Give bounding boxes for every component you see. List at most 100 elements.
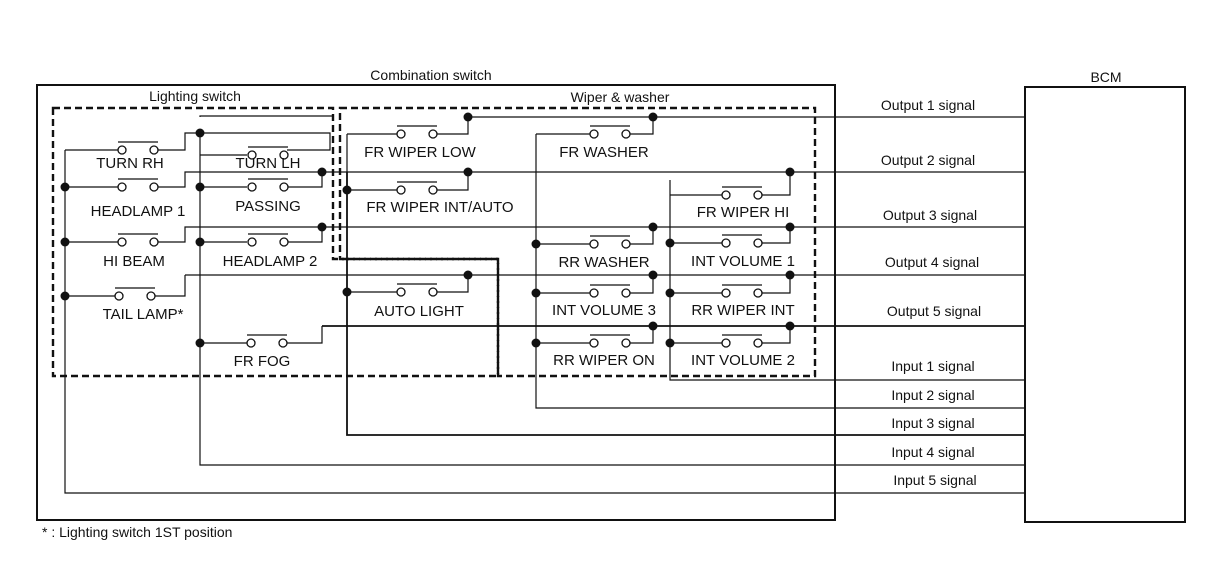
switch-label-int-volume-2: INT VOLUME 2 bbox=[691, 352, 795, 369]
output-4-label: Output 4 signal bbox=[885, 254, 979, 270]
combination-switch-title: Combination switch bbox=[370, 67, 491, 83]
junction-dot bbox=[195, 182, 205, 192]
fr-wiper-hi-wire bbox=[670, 172, 791, 196]
switch-contacts bbox=[114, 125, 763, 348]
tail-lamp-wire bbox=[65, 275, 186, 297]
bcm-title: BCM bbox=[1090, 69, 1121, 85]
junction-dot bbox=[463, 270, 473, 280]
junction-dot bbox=[785, 222, 795, 232]
junction-dot bbox=[317, 222, 327, 232]
headlamp1-wire bbox=[65, 171, 322, 188]
junction-dot bbox=[195, 338, 205, 348]
input-2-wire bbox=[535, 228, 1025, 409]
switch-contact-icon bbox=[589, 235, 631, 249]
lighting-switch-title: Lighting switch bbox=[149, 88, 241, 104]
auto-light-wire bbox=[347, 275, 469, 293]
junction-dot bbox=[463, 112, 473, 122]
switch-label-int-volume-3: INT VOLUME 3 bbox=[552, 302, 656, 319]
junction-dot bbox=[60, 182, 70, 192]
junction-dot bbox=[785, 167, 795, 177]
bcm-box bbox=[1024, 86, 1186, 523]
turn-common-wire bbox=[199, 115, 333, 117]
fr-washer-wire bbox=[535, 117, 654, 228]
switch-contact-icon bbox=[247, 146, 289, 160]
int-volume-3-wire bbox=[536, 275, 654, 294]
wiper-washer-title: Wiper & washer bbox=[571, 89, 670, 105]
input-1-label: Input 1 signal bbox=[891, 358, 974, 374]
junction-dot bbox=[60, 291, 70, 301]
hi-beam-wire bbox=[65, 226, 322, 243]
switch-contact-icon bbox=[721, 284, 763, 298]
switch-label-fr-wiper-low: FR WIPER LOW bbox=[364, 144, 477, 161]
junction-dot bbox=[665, 338, 675, 348]
switch-label-tail-lamp: TAIL LAMP* bbox=[103, 306, 184, 323]
switch-contact-icon bbox=[117, 178, 159, 192]
input-5-wire bbox=[64, 150, 1025, 494]
switch-label-fr-wiper-hi: FR WIPER HI bbox=[697, 204, 790, 221]
switch-contact-icon bbox=[589, 284, 631, 298]
junction-dot bbox=[195, 237, 205, 247]
junction-dot bbox=[463, 167, 473, 177]
junction-dot bbox=[60, 237, 70, 247]
switch-contact-icon bbox=[721, 234, 763, 248]
switch-label-headlamp1: HEADLAMP 1 bbox=[91, 203, 186, 220]
junction-dot bbox=[785, 270, 795, 280]
output-3-label: Output 3 signal bbox=[883, 207, 977, 223]
input-5-label: Input 5 signal bbox=[893, 472, 976, 488]
switch-label-auto-light: AUTO LIGHT bbox=[374, 303, 464, 320]
switch-contact-icon bbox=[396, 181, 438, 195]
switch-contact-icon bbox=[247, 178, 289, 192]
output-2-label: Output 2 signal bbox=[881, 152, 975, 168]
switch-label-rr-washer: RR WASHER bbox=[558, 254, 649, 271]
int-volume-2-wire bbox=[670, 326, 791, 344]
switch-label-turn-rh: TURN RH bbox=[96, 155, 164, 172]
switch-contact-icon bbox=[721, 334, 763, 348]
switch-contact-icon bbox=[247, 233, 289, 247]
fr-fog-wire bbox=[200, 326, 323, 344]
switch-contact-icon bbox=[589, 125, 631, 139]
switch-label-headlamp2: HEADLAMP 2 bbox=[223, 253, 318, 270]
fr-wiper-int-auto-wire bbox=[347, 172, 469, 191]
switch-label-fr-wiper-int-auto: FR WIPER INT/AUTO bbox=[366, 199, 513, 216]
headlamp2-wire bbox=[200, 227, 323, 243]
switch-contact-icon bbox=[117, 233, 159, 247]
int-volume-1-wire bbox=[670, 227, 791, 244]
rr-wiper-on-wire bbox=[536, 326, 654, 344]
junction-dot bbox=[195, 128, 205, 138]
junction-dot bbox=[785, 321, 795, 331]
combination-switch-box bbox=[36, 84, 836, 521]
output-5-label: Output 5 signal bbox=[887, 303, 981, 319]
input-4-label: Input 4 signal bbox=[891, 444, 974, 460]
junction-dot bbox=[648, 270, 658, 280]
switch-label-rr-wiper-on: RR WIPER ON bbox=[553, 352, 655, 369]
output-1-label: Output 1 signal bbox=[881, 97, 975, 113]
switch-label-hi-beam: HI BEAM bbox=[103, 253, 165, 270]
junction-dots bbox=[60, 112, 795, 348]
switch-contact-icon bbox=[114, 287, 156, 301]
switch-label-fr-fog: FR FOG bbox=[234, 353, 291, 370]
switch-contact-icon bbox=[721, 186, 763, 200]
junction-dot bbox=[648, 112, 658, 122]
switch-label-passing: PASSING bbox=[235, 198, 301, 215]
switch-label-fr-washer: FR WASHER bbox=[559, 144, 649, 161]
junction-dot bbox=[317, 167, 327, 177]
input-3-label: Input 3 signal bbox=[891, 415, 974, 431]
switch-contact-icon bbox=[117, 141, 159, 155]
rr-wiper-int-wire bbox=[670, 275, 791, 294]
fr-wiper-low-wire bbox=[346, 117, 469, 190]
switch-label-turn-lh: TURN LH bbox=[235, 155, 300, 172]
switch-contact-icon bbox=[396, 125, 438, 139]
junction-dot bbox=[531, 288, 541, 298]
footnote: * : Lighting switch 1ST position bbox=[42, 524, 232, 540]
junction-dot bbox=[531, 239, 541, 249]
switch-contact-icon bbox=[396, 283, 438, 297]
junction-dot bbox=[342, 287, 352, 297]
junction-dot bbox=[648, 321, 658, 331]
switch-label-int-volume-1: INT VOLUME 1 bbox=[691, 253, 795, 270]
wiper-washer-boundary bbox=[338, 106, 817, 378]
junction-dot bbox=[665, 288, 675, 298]
input-3-wire bbox=[346, 172, 1025, 436]
junction-dot bbox=[648, 222, 658, 232]
junction-dot bbox=[531, 338, 541, 348]
junction-dot bbox=[342, 185, 352, 195]
